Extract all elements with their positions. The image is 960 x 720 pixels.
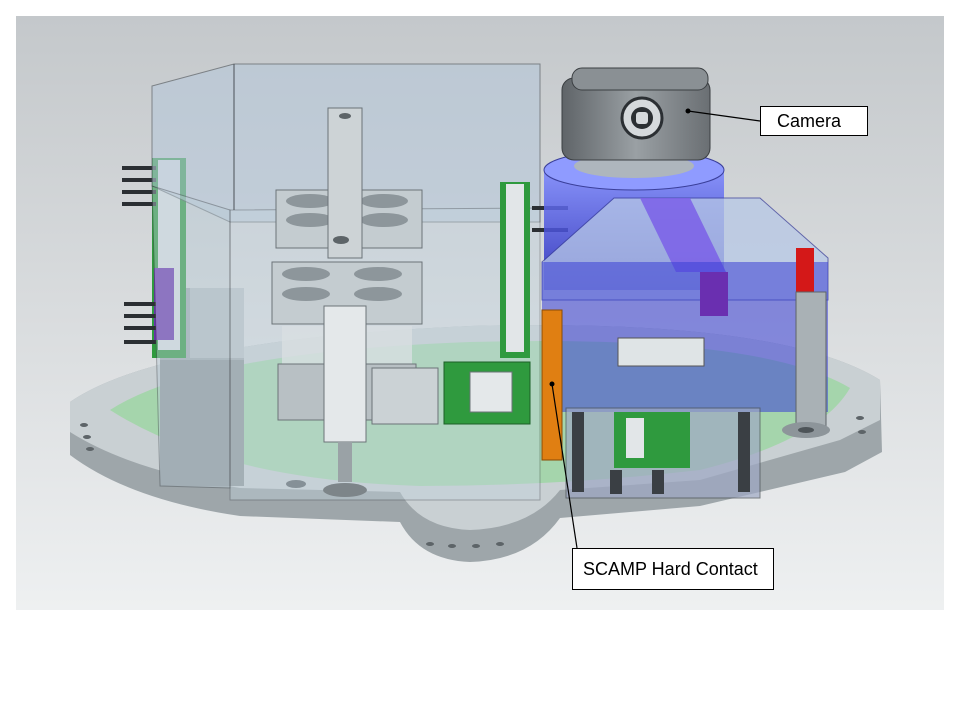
camera-leader-line [687,110,761,122]
camera-housing [541,149,829,412]
center-circuit-board [371,361,531,425]
lower-electronics [565,407,761,499]
camera-callout: Camera [760,106,868,136]
scamp-hard-contact-callout: SCAMP Hard Contact [572,548,774,590]
mounting-holes [80,416,866,548]
scamp-leader-dot [549,381,555,387]
right-circuit-board [500,182,568,358]
camera-lens-icon [620,96,664,140]
camera-leader-dot [685,108,691,114]
camera-body [561,67,711,161]
scamp-leader-line [551,383,578,549]
support-leg [782,291,830,438]
